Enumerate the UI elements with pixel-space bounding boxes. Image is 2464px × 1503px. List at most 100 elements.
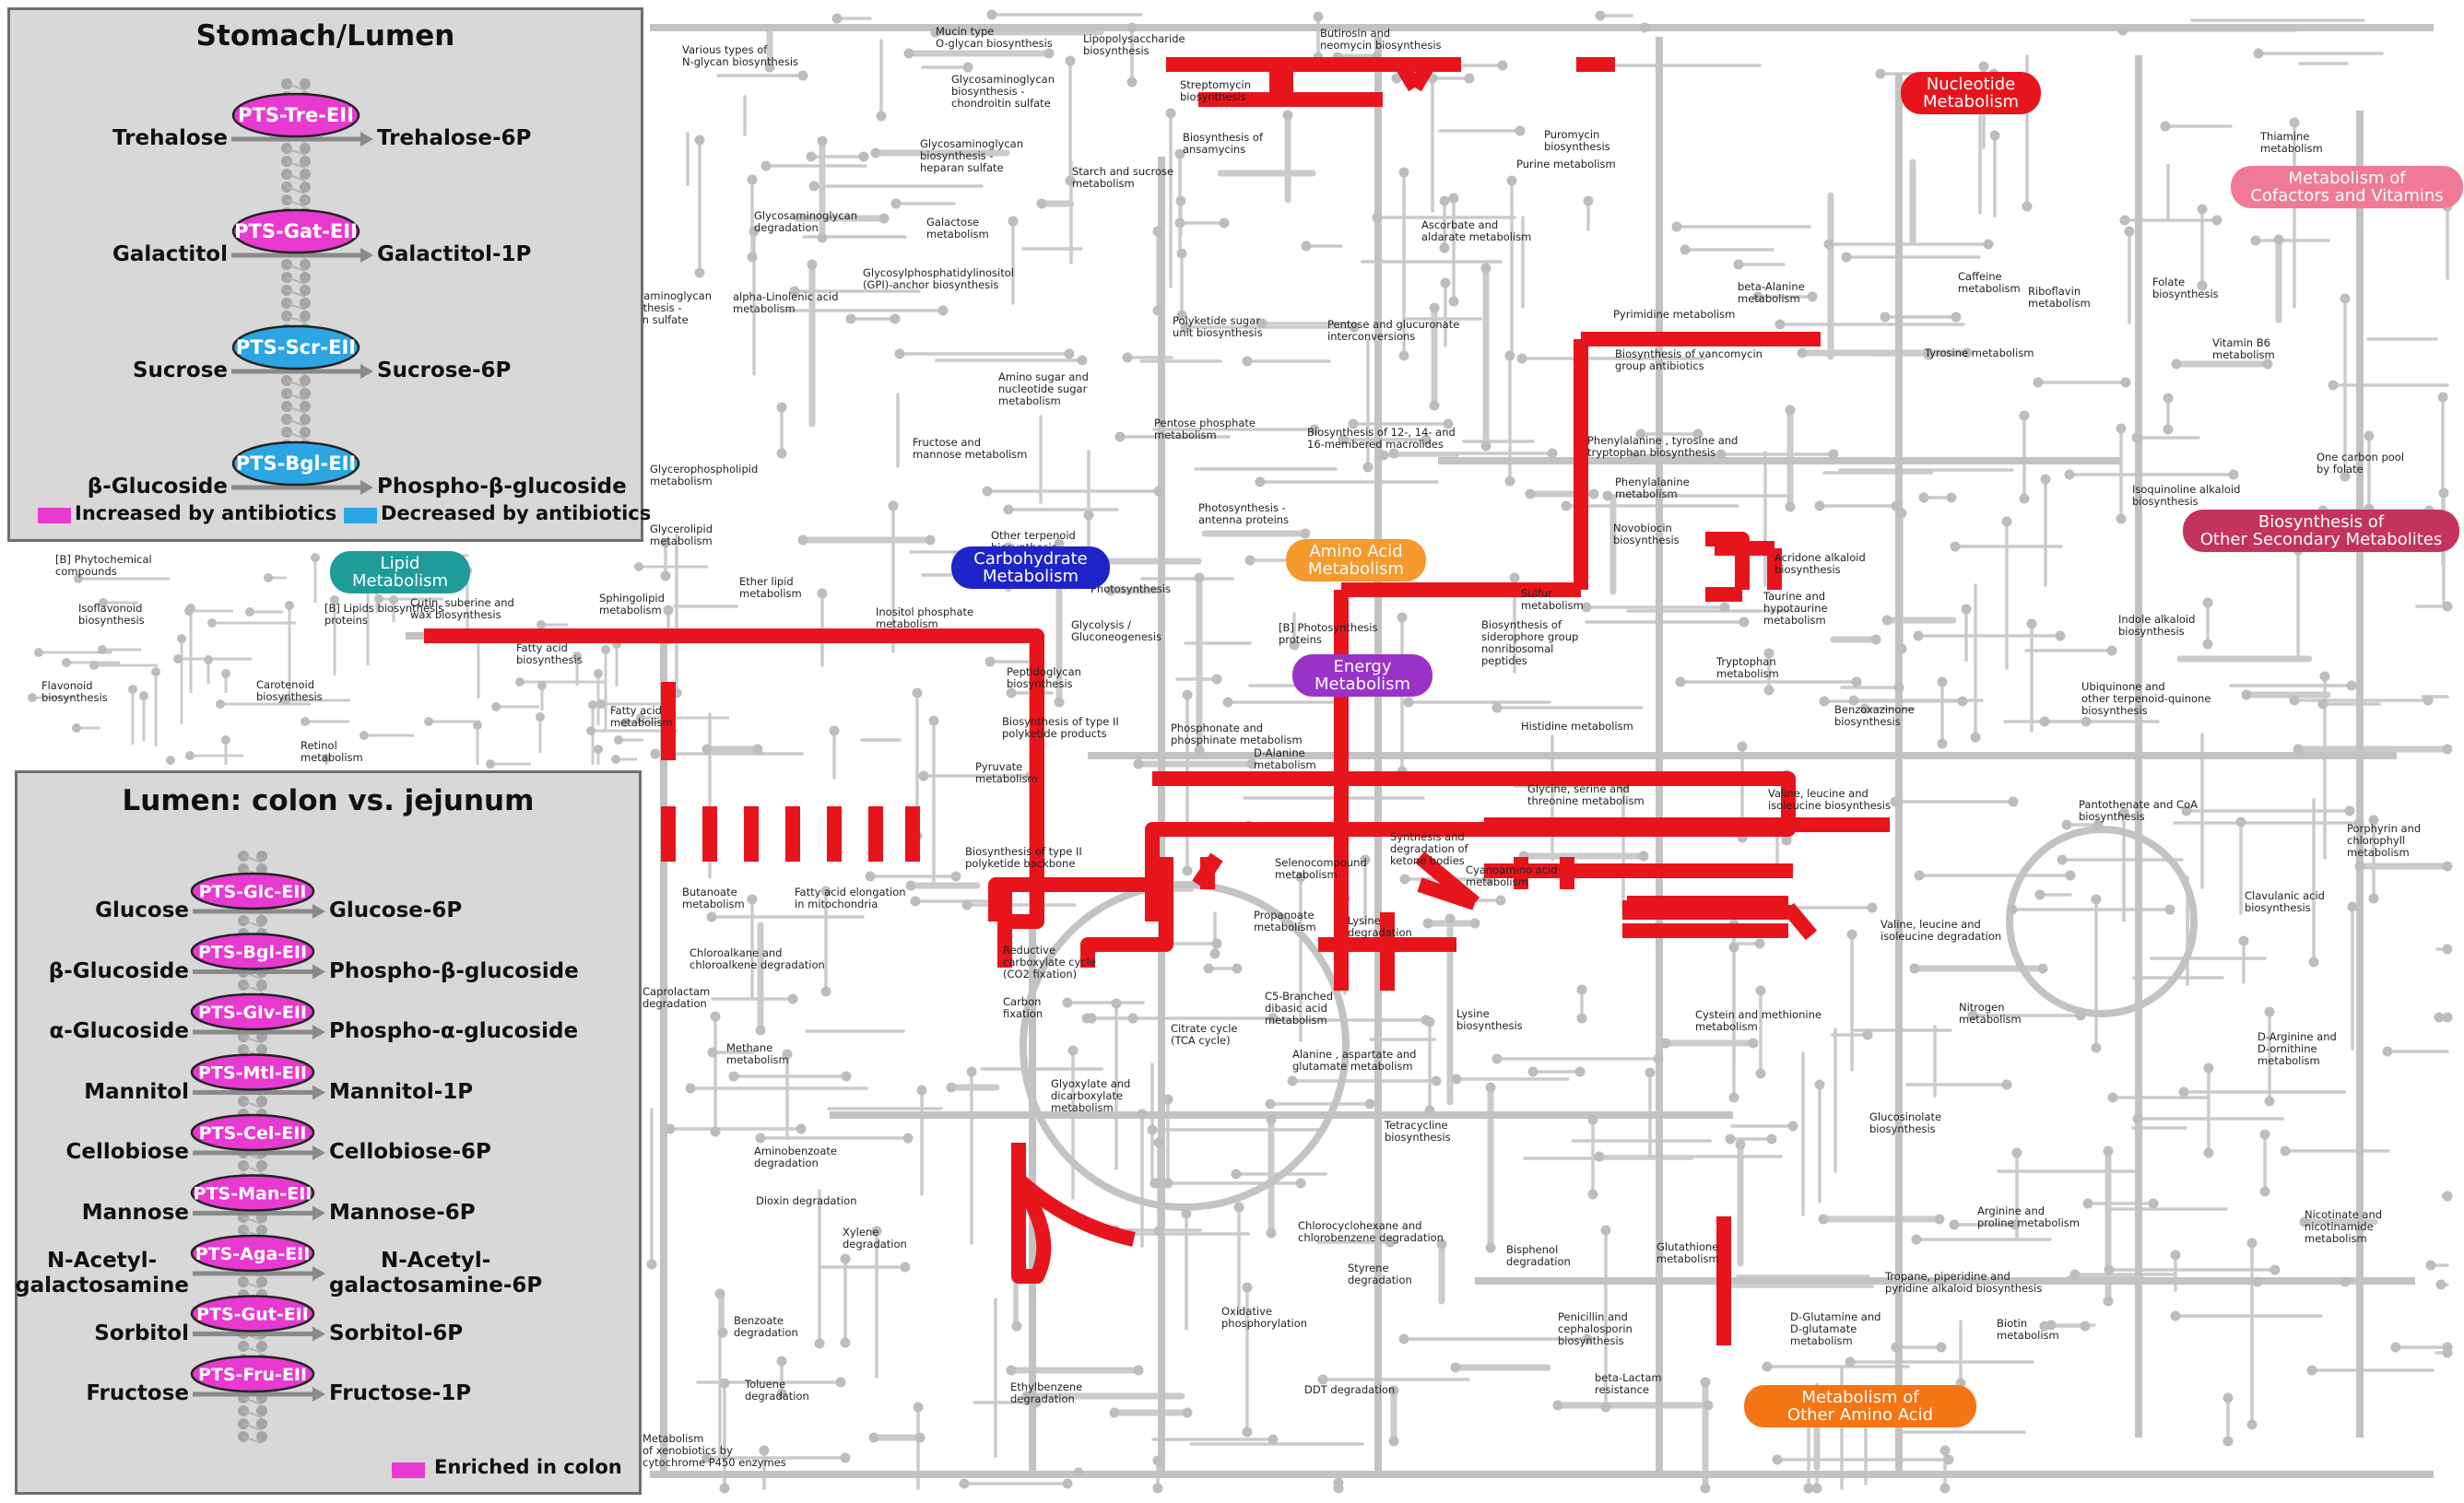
compound-node bbox=[710, 1126, 721, 1137]
pts-enzyme-label: PTS-Fru-EII bbox=[198, 1365, 307, 1385]
pts-enzyme-label: PTS-Man-EII bbox=[194, 1184, 312, 1204]
membrane-tail bbox=[242, 1397, 263, 1405]
compound-node bbox=[1362, 462, 1373, 473]
product-label: Phospho-β-glucoside bbox=[377, 475, 627, 499]
compound-node bbox=[1516, 353, 1527, 364]
compound-node bbox=[913, 1402, 924, 1413]
compound-node bbox=[2203, 1147, 2214, 1158]
compound-node bbox=[871, 1226, 882, 1237]
compound-node bbox=[186, 604, 195, 613]
product-label: Sucrose-6P bbox=[377, 358, 512, 382]
compound-node bbox=[1735, 1139, 1746, 1150]
compound-node bbox=[1397, 612, 1408, 623]
membrane-tail bbox=[286, 199, 306, 207]
pts-enzyme bbox=[231, 440, 360, 487]
compound-node bbox=[221, 735, 230, 745]
compound-node bbox=[2264, 1006, 2275, 1017]
pathway-label: Histidine metabolism bbox=[1521, 720, 1633, 733]
compound-node bbox=[1388, 448, 1399, 459]
membrane-lipid bbox=[300, 143, 311, 154]
compound-node bbox=[2131, 432, 2142, 443]
compound-node bbox=[2132, 1113, 2143, 1124]
membrane-lipid bbox=[256, 1160, 267, 1171]
compound-node bbox=[2117, 25, 2128, 36]
compound-node bbox=[1266, 1114, 1277, 1125]
product-label: Phospho-β-glucoside bbox=[329, 958, 579, 983]
compound-node bbox=[1923, 349, 1934, 360]
compound-node bbox=[1086, 1013, 1097, 1024]
compound-node bbox=[1638, 851, 1649, 862]
membrane-lipid bbox=[256, 1276, 267, 1287]
compound-node bbox=[204, 655, 213, 664]
compound-node bbox=[2010, 1219, 2021, 1230]
compound-node bbox=[1266, 1227, 1277, 1239]
pathway-label: Tyrosine metabolism bbox=[1925, 346, 2034, 359]
compound-node bbox=[694, 267, 705, 278]
membrane-lipid bbox=[256, 1431, 267, 1442]
compound-node bbox=[1495, 895, 1506, 906]
cycle-circle bbox=[1020, 881, 1350, 1211]
compound-node bbox=[611, 755, 620, 764]
compound-node bbox=[1399, 874, 1410, 885]
compound-node bbox=[2022, 201, 2033, 212]
compound-node bbox=[1036, 198, 1047, 209]
compound-node bbox=[1289, 640, 1300, 651]
compound-node bbox=[1338, 434, 1349, 445]
compound-node bbox=[1149, 1178, 1161, 1189]
compound-node bbox=[946, 1082, 957, 1093]
compound-node bbox=[1152, 1455, 1163, 1466]
compound-node bbox=[1627, 452, 1638, 463]
compound-node bbox=[646, 1259, 657, 1270]
compound-node bbox=[1675, 676, 1686, 687]
compound-node bbox=[2197, 280, 2208, 291]
compound-node bbox=[1448, 296, 1459, 307]
compound-node bbox=[1421, 434, 1432, 445]
membrane-lipid bbox=[256, 1096, 267, 1107]
compound-node bbox=[1021, 1391, 1032, 1402]
pts-enzyme bbox=[190, 1113, 315, 1152]
compound-node bbox=[701, 1452, 713, 1463]
compound-node bbox=[2116, 423, 2127, 434]
compound-node bbox=[2019, 493, 2030, 504]
colon-panel-drawing: PTS-Glc-EIIPTS-Bgl-EIIPTS-Glv-EIIPTS-Mtl… bbox=[190, 851, 325, 1444]
product-label: Fructose-1P bbox=[329, 1381, 472, 1405]
compound-node bbox=[1126, 76, 1138, 88]
compound-node bbox=[1398, 350, 1409, 361]
compound-node bbox=[2065, 870, 2076, 881]
membrane-lipid bbox=[256, 980, 267, 991]
pathway-label: Glycolysis /Gluconeogenesis bbox=[1071, 618, 1162, 643]
compound-node bbox=[916, 1085, 927, 1096]
compound-node bbox=[1867, 902, 1878, 913]
compound-node bbox=[1448, 193, 1459, 204]
pts-enzyme bbox=[231, 92, 360, 138]
compound-node bbox=[2228, 469, 2239, 480]
compound-node bbox=[2434, 1012, 2445, 1023]
compound-node bbox=[1348, 418, 1359, 429]
compound-node bbox=[1859, 703, 1870, 714]
compound-node bbox=[1936, 1342, 1947, 1353]
pts-enzyme-label: PTS-Glv-EII bbox=[198, 1003, 307, 1023]
compound-node bbox=[1506, 175, 1517, 186]
compound-node bbox=[2346, 680, 2357, 691]
compound-node bbox=[1301, 241, 1312, 252]
compound-node bbox=[2203, 1063, 2214, 1074]
compound-node bbox=[2289, 695, 2300, 706]
compound-node bbox=[2280, 1145, 2291, 1157]
